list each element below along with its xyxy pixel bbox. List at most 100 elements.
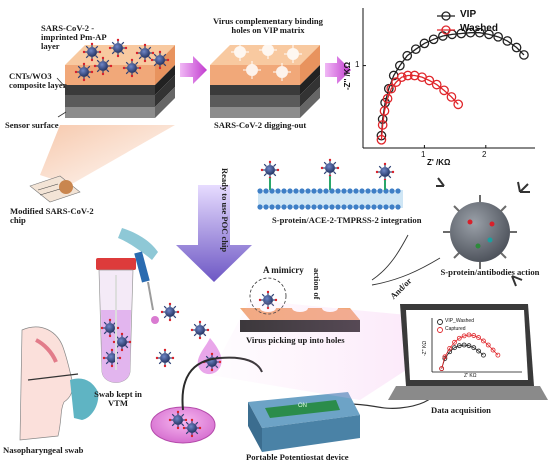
data-point-s1-8 bbox=[409, 70, 420, 81]
lipid-head bbox=[311, 204, 317, 210]
data-point-s1-6 bbox=[396, 72, 407, 83]
ready-to-use-label: Ready to use POC chip bbox=[220, 168, 230, 253]
lipid-head bbox=[269, 204, 275, 210]
antibodies-action-label: S-protein/antibodies action bbox=[440, 267, 540, 277]
lipid-head bbox=[371, 204, 377, 210]
data-point-s1-14 bbox=[453, 99, 464, 110]
holes-caption-label: Virus complementary binding holes on VIP… bbox=[213, 16, 323, 36]
data-point-s1-12 bbox=[495, 352, 501, 358]
laptop-ylabel: -Z'' KΩ bbox=[422, 340, 428, 356]
lipid-head bbox=[377, 188, 383, 194]
lipid-head bbox=[347, 204, 353, 210]
data-point-s1-6 bbox=[466, 332, 472, 338]
series-line-0 bbox=[441, 344, 484, 369]
data-point-s1-11 bbox=[490, 347, 496, 353]
lipid-head bbox=[359, 204, 365, 210]
modified-chip-label: Modified SARS-CoV-2 chip bbox=[10, 206, 94, 226]
laptop-legend-captured: Captured bbox=[445, 326, 466, 332]
legend-label-vip: VIP bbox=[460, 9, 477, 20]
lipid-head bbox=[395, 188, 401, 194]
data-point-s0-14 bbox=[474, 27, 485, 38]
sensor-stack-holes bbox=[210, 40, 320, 118]
lipid-head bbox=[287, 188, 293, 194]
composite-layer-pointer bbox=[56, 77, 69, 91]
lipid-head bbox=[293, 204, 299, 210]
data-point-s0-9 bbox=[428, 34, 439, 45]
series-line-0 bbox=[380, 32, 525, 136]
lipid-head bbox=[389, 204, 395, 210]
data-point-s1-10 bbox=[485, 342, 491, 348]
laptop-legend-vip-washed: VIP_Washed bbox=[445, 318, 474, 324]
lipid-head bbox=[383, 204, 389, 210]
nyquist-xtick-1: 1 bbox=[421, 150, 426, 159]
lipid-head bbox=[335, 204, 341, 210]
lipid-head bbox=[359, 188, 365, 194]
virus-picking-label: Virus picking up into holes bbox=[246, 335, 345, 345]
nyquist-ytick-1: 1 bbox=[355, 60, 360, 69]
data-point-s0-15 bbox=[484, 29, 494, 40]
lipid-head bbox=[365, 188, 371, 194]
lipid-head bbox=[287, 204, 293, 210]
digging-out-label: SARS-CoV-2 digging-out bbox=[214, 120, 307, 130]
lipid-head bbox=[353, 188, 359, 194]
lipid-head bbox=[305, 188, 311, 194]
lipid-head bbox=[257, 188, 263, 194]
data-point-s0-7 bbox=[410, 44, 421, 55]
nyquist-plot bbox=[362, 8, 535, 149]
lipid-head bbox=[305, 204, 311, 210]
data-point-s1-2 bbox=[447, 345, 453, 351]
magnification-beam bbox=[40, 125, 175, 185]
data-point-s1-12 bbox=[439, 85, 449, 96]
data-point-s1-3 bbox=[452, 339, 457, 345]
data-point-s0-17 bbox=[502, 36, 513, 46]
lipid-head bbox=[377, 204, 383, 210]
data-point-s1-8 bbox=[476, 335, 482, 340]
lipid-head bbox=[311, 188, 317, 194]
ready-to-use-arrow bbox=[176, 185, 252, 282]
data-point-s0-18 bbox=[511, 42, 522, 53]
action-of-label: action of bbox=[312, 268, 322, 300]
lipid-head bbox=[263, 188, 269, 194]
potentiostat-label: Portable Potentiostat device bbox=[246, 452, 349, 462]
lipid-head bbox=[317, 188, 323, 194]
data-point-s0-7 bbox=[471, 345, 477, 351]
data-point-s1-5 bbox=[461, 333, 467, 339]
data-point-s0-3 bbox=[383, 83, 394, 94]
a-mimicry-label: A mimicry bbox=[263, 265, 304, 275]
lipid-head bbox=[365, 204, 371, 210]
lipid-head bbox=[341, 188, 347, 194]
lipid-head bbox=[293, 188, 299, 194]
data-point-s1-13 bbox=[446, 92, 457, 102]
data-point-s0-16 bbox=[493, 31, 503, 42]
imprinted-layer-label: SARS-CoV-2 -imprinted Pm-AP layer bbox=[41, 23, 107, 52]
lipid-head bbox=[317, 204, 323, 210]
data-point-s1-4 bbox=[386, 83, 397, 94]
data-point-s1-4 bbox=[456, 335, 462, 341]
lipid-head bbox=[341, 204, 347, 210]
nyquist-ylabel: -Z'' /KΩ bbox=[343, 62, 352, 90]
data-point-s1-2 bbox=[379, 106, 390, 116]
data-point-s1-3 bbox=[382, 93, 393, 104]
data-point-s1-1 bbox=[377, 120, 388, 130]
legend-marker-captured bbox=[437, 327, 443, 333]
composite-layer-label: CNTs/WO3 composite layer bbox=[9, 71, 67, 91]
data-point-s0-6 bbox=[402, 50, 413, 61]
lipid-head bbox=[353, 204, 359, 210]
lipid-head bbox=[395, 204, 401, 210]
cell-membrane bbox=[257, 188, 403, 210]
legend-label-washed: Washed bbox=[460, 23, 498, 34]
data-point-s0-8 bbox=[476, 348, 482, 354]
data-point-s0-9 bbox=[481, 352, 486, 358]
data-point-s0-19 bbox=[519, 50, 529, 60]
data-point-s0-5 bbox=[395, 60, 405, 71]
lipid-head bbox=[323, 188, 329, 194]
laptop-impedance-plot bbox=[431, 318, 522, 373]
modified-chip bbox=[29, 175, 81, 203]
test-tube bbox=[96, 258, 136, 383]
arrow-to-holes bbox=[180, 56, 207, 84]
data-point-s1-5 bbox=[391, 77, 402, 87]
data-point-s0-3 bbox=[452, 345, 457, 351]
lipid-head bbox=[335, 188, 341, 194]
lipid-head bbox=[347, 188, 353, 194]
ace2-integration-label: S-protein/ACE-2-TMPRSS-2 integration bbox=[272, 215, 422, 225]
